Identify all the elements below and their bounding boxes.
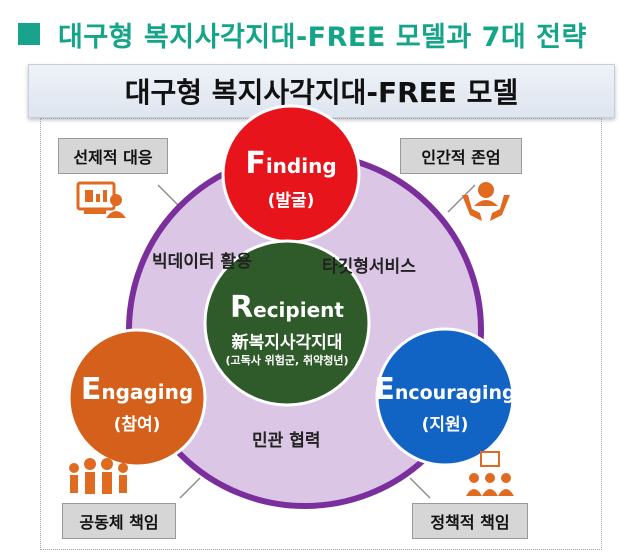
engaging-text: Engaging: [69, 372, 205, 407]
encouraging-text: Encouraging: [372, 372, 518, 407]
recipient-sub: 新복지사각지대: [231, 333, 343, 353]
recipient-word: ecipient: [253, 298, 344, 322]
finding-text: Finding: [223, 146, 359, 181]
box-community-responsibility: 공동체 책임: [62, 503, 176, 539]
label-targeted-service: 타깃형서비스: [322, 257, 416, 277]
encouraging-initial: E: [374, 372, 395, 407]
label-public-private: 민관 협력: [252, 431, 321, 451]
group-people-icon: [69, 458, 128, 494]
monitor-person-icon: [76, 181, 126, 218]
finding-sub: (발굴): [267, 191, 315, 211]
engaging-initial: E: [80, 372, 102, 407]
encouraging-word: ncouraging: [394, 382, 516, 404]
hands-person-icon: [462, 182, 510, 221]
connector-bottom-right: [409, 477, 431, 499]
encouraging-circle: [375, 327, 515, 467]
encouraging-sub: (지원): [421, 415, 469, 435]
engaging-word: ngaging: [101, 380, 194, 404]
header-square-icon: [18, 23, 40, 45]
label-big-data: 빅데이터 활용: [152, 252, 252, 272]
finding-word: inding: [265, 154, 337, 178]
section-header: 대구형 복지사각지대-FREE 모델과 7대 전략: [18, 14, 587, 54]
recipient-circle: [203, 239, 371, 407]
model-title-bar: 대구형 복지사각지대-FREE 모델: [28, 64, 615, 118]
connector-top-right: [447, 184, 476, 213]
connector-bottom-left: [179, 477, 201, 499]
engaging-circle: [67, 328, 207, 468]
meeting-people-icon: [466, 451, 514, 496]
box-human-dignity: 인간적 존엄: [400, 138, 522, 174]
recipient-note: (고독사 위험군, 취약청년): [225, 354, 349, 367]
box-policy-responsibility: 정책적 책임: [412, 503, 528, 539]
recipient-text: Recipient: [205, 290, 369, 325]
finding-initial: F: [245, 146, 266, 181]
engaging-sub: (참여): [113, 415, 161, 435]
recipient-initial: R: [230, 290, 254, 325]
model-title: 대구형 복지사각지대-FREE 모델: [124, 76, 519, 109]
box-proactive-response: 선제적 대응: [58, 138, 168, 174]
section-title: 대구형 복지사각지대-FREE 모델과 7대 전략: [58, 21, 587, 53]
